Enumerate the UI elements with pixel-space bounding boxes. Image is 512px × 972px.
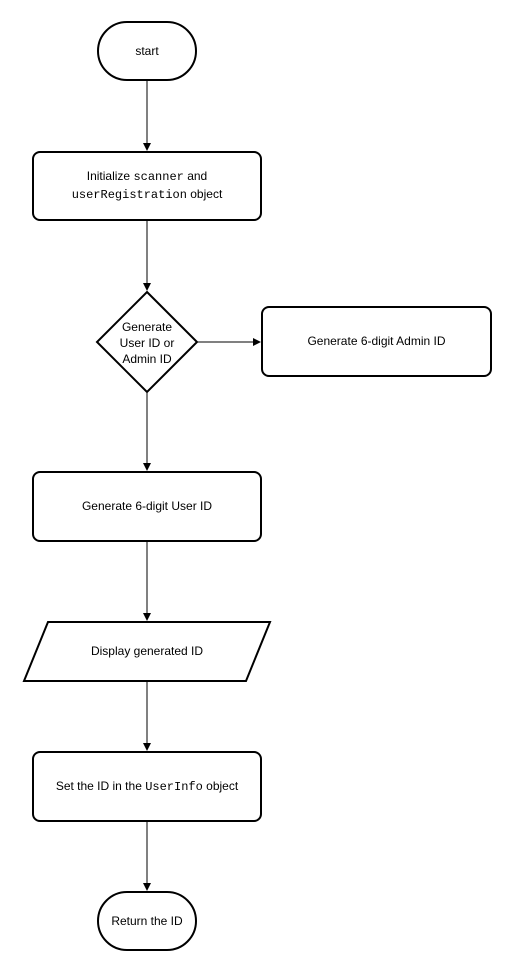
start-label: start (135, 43, 159, 58)
init-text-prefix: Initialize (86, 169, 134, 183)
decision-line-3: Admin ID (122, 351, 172, 366)
display-parallelogram (22, 621, 272, 682)
return-terminal: Return the ID (97, 891, 197, 951)
display-io-label: Display generated ID (36, 622, 258, 681)
start-terminal: start (97, 21, 197, 81)
decision-label: Generate User ID or Admin ID (107, 317, 187, 368)
admin-id-process: Generate 6-digit Admin ID (261, 306, 492, 377)
initialize-process: Initialize scanner and userRegistration … (32, 151, 262, 221)
init-code-userregistration: userRegistration (71, 188, 187, 202)
decision-diamond (95, 290, 199, 394)
set-id-process: Set the ID in the UserInfo object (32, 751, 262, 822)
admin-id-label: Generate 6-digit Admin ID (307, 334, 446, 348)
setid-code-userinfo: UserInfo (145, 779, 203, 794)
setid-text-suffix: object (202, 778, 239, 793)
user-id-process: Generate 6-digit User ID (32, 471, 262, 542)
return-label: Return the ID (111, 913, 183, 928)
display-label: Display generated ID (90, 644, 204, 658)
decision-line-2: User ID or (119, 335, 175, 350)
init-text-mid: and (183, 169, 208, 183)
init-text-suffix: object (186, 187, 223, 201)
user-id-label: Generate 6-digit User ID (81, 499, 213, 513)
init-code-scanner: scanner (133, 170, 184, 184)
decision-line-1: Generate (121, 319, 173, 334)
setid-text-prefix: Set the ID in the (55, 778, 146, 793)
